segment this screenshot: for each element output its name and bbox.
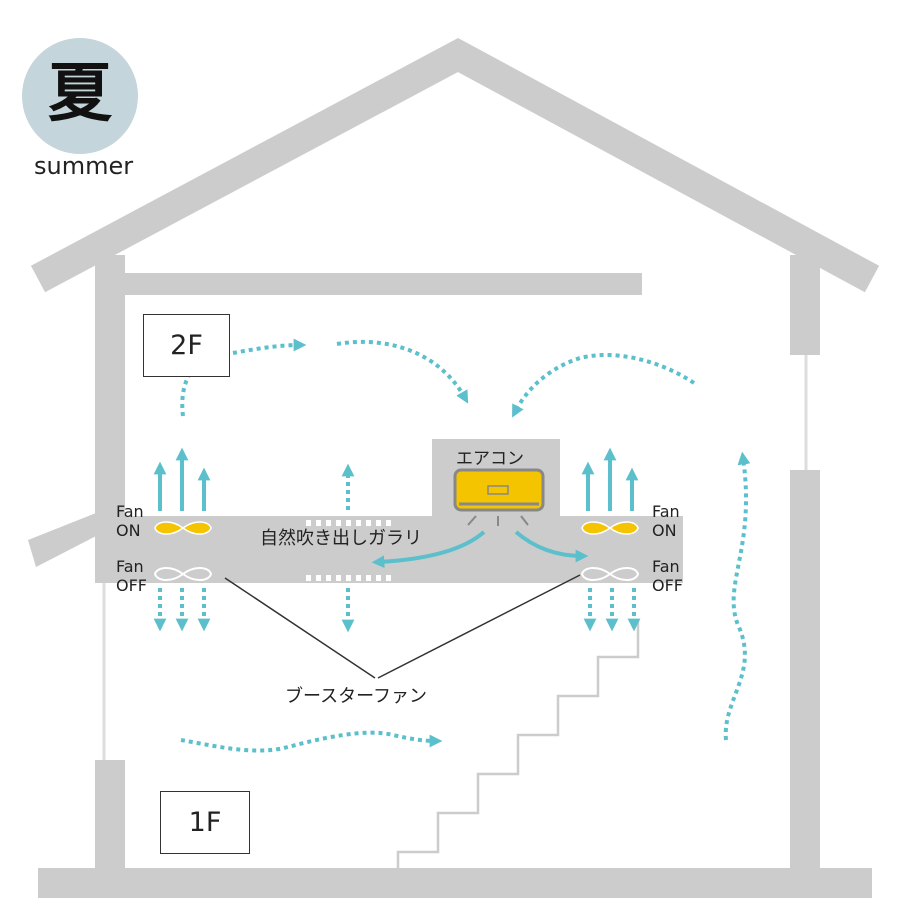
season-english: summer: [34, 152, 134, 180]
right-lower-wall: [790, 470, 820, 870]
left-upper-wall: [95, 255, 125, 520]
floor-label-1f: 1F: [160, 791, 250, 854]
left-lower-wall: [95, 760, 125, 870]
fan-on-right-label-line1: Fan: [652, 502, 680, 521]
season-badge: 夏 summer: [22, 38, 160, 180]
season-kanji: 夏: [48, 57, 112, 131]
windows: [102, 355, 808, 760]
aircon-panel: [487, 485, 509, 495]
booster-fan-leader-lines: [224, 574, 581, 679]
right-upper-wall: [790, 255, 820, 355]
aircon-label: エアコン: [456, 449, 524, 469]
fan-off-left-label-line2: OFF: [116, 576, 147, 595]
fan-on-right-icon: [581, 521, 639, 535]
fan-on-airflow-arrows: [153, 447, 639, 511]
aircon-outflow-arrows: [371, 530, 589, 569]
staircase: [396, 620, 640, 875]
grille-label: 自然吹き出しガラリ: [260, 528, 422, 549]
roof: [30, 37, 880, 293]
grille-vents: [306, 520, 391, 581]
fan-on-right-label-line2: ON: [652, 521, 677, 540]
house-structure: [28, 255, 872, 898]
fan-on-left-label-line1: Fan: [116, 502, 144, 521]
booster-fan-label: ブースターファン: [285, 685, 427, 707]
passive-airflow-arrows: [153, 463, 641, 633]
fan-off-left-label-line1: Fan: [116, 557, 144, 576]
floor-label-2f: 2F: [143, 314, 230, 377]
eave-overhang: [28, 513, 100, 567]
fan-off-right-label-line2: OFF: [652, 576, 683, 595]
aircon-icon: [453, 468, 545, 526]
fan-off-right-icon: [580, 567, 640, 581]
fan-off-left-icon: [153, 567, 213, 581]
fan-on-left-icon: [154, 521, 212, 535]
fan-on-left-label-line2: ON: [116, 521, 141, 540]
fan-off-right-label-line1: Fan: [652, 557, 680, 576]
season-circle: [22, 38, 138, 154]
attic-beam: [125, 273, 642, 295]
ground-floor-slab: [38, 868, 872, 898]
